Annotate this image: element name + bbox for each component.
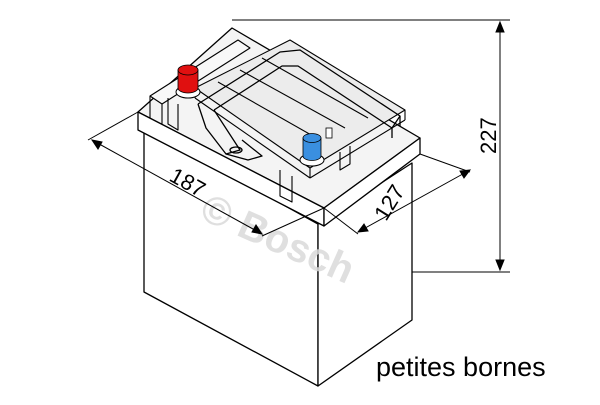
dimension-length — [87, 111, 325, 237]
dimension-height — [232, 19, 510, 273]
negative-terminal — [299, 127, 333, 167]
positive-terminal — [175, 64, 201, 99]
caption: petites bornes — [376, 352, 546, 382]
carry-handle — [197, 49, 401, 161]
dimension-height-label: 227 — [476, 117, 501, 154]
dimension-width — [323, 153, 472, 235]
